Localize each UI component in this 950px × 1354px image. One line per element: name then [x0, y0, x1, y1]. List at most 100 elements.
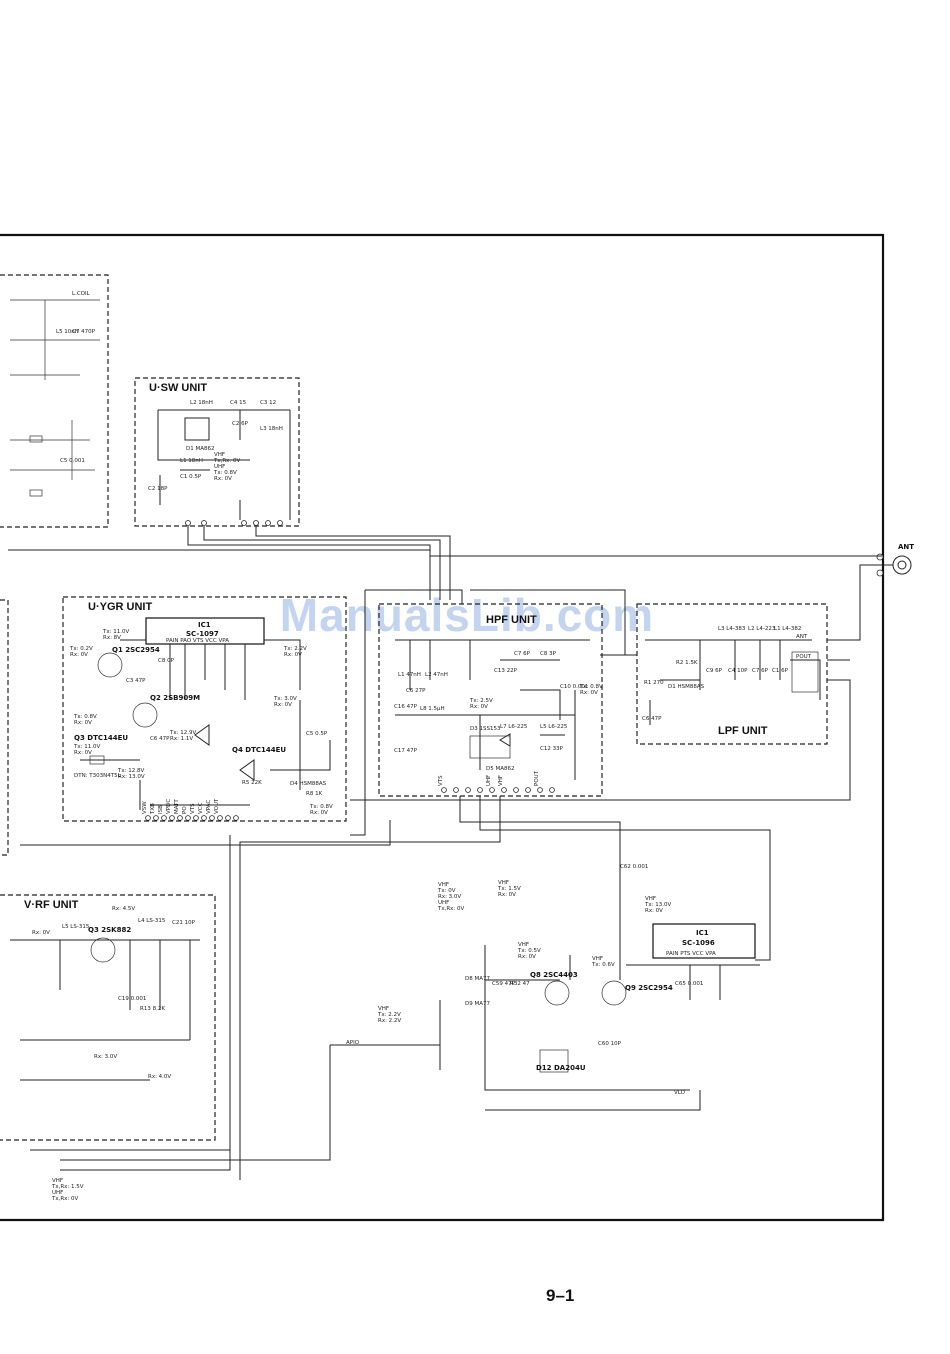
vrf-label-12: VHF	[52, 1178, 63, 1184]
uygr-label-0: Tx: 11.0V	[102, 629, 129, 635]
vco-label-16: Tx: 0.5V	[517, 948, 541, 954]
vco-label-26: Tx: 2.2V	[377, 1012, 401, 1018]
usw-label-9: VHF	[214, 452, 225, 458]
uygr-pin-5: PO	[182, 806, 188, 814]
usw-label-7: C1 0.5P	[180, 474, 202, 480]
vco-label-37: C60 10P	[598, 1041, 622, 1047]
uygr-unit-components	[80, 639, 331, 810]
uygr-label-1: Rx: 8V	[103, 635, 121, 641]
uygr-pin-2: ISB	[158, 805, 164, 814]
hpf-label-14: Tx: 2.5V	[469, 698, 493, 704]
hpf-label-7: C16 47P	[394, 704, 418, 710]
uygr-pin-6: VTS	[190, 803, 196, 814]
left-middle-unit-box	[0, 599, 9, 856]
hpf-label-11: L7 L6-225	[500, 724, 528, 730]
vrf-label-7: C19 0.001	[118, 996, 146, 1002]
hpf-label-1: L2 47nH	[425, 672, 448, 678]
lpf-label-13: POUT	[796, 654, 812, 660]
lpf-label-12: ANT	[796, 634, 808, 640]
vrf-label-1: L4 LS-315	[138, 918, 166, 924]
vco-label-17: Rx: 0V	[518, 954, 536, 960]
uygr-label-20: R5 22K	[242, 780, 262, 786]
vrf-unit-title: V·RF UNIT	[24, 899, 79, 911]
vco-label-10: VHF	[645, 896, 656, 902]
uygr-label-7: Rx: 0V	[74, 750, 92, 756]
uygr-ic1-name: IC1	[198, 621, 211, 629]
vco-label-48: APIO	[346, 1040, 360, 1046]
uygr-pin-3: VPDC	[166, 799, 172, 814]
vco-ic1-name: IC1	[696, 929, 709, 937]
hpf-pin-0: VTS	[438, 775, 444, 786]
usw-unit-components	[157, 409, 291, 526]
vco-label-0: VHF	[438, 882, 449, 888]
vco-label-25: VHF	[378, 1006, 389, 1012]
usw-unit-title: U·SW UNIT	[149, 382, 207, 394]
hpf-label-15: Rx: 0V	[470, 704, 488, 710]
hpf-label-6: C13 22P	[494, 668, 518, 674]
vco-label-20: VHF	[592, 956, 603, 962]
lpf-label-8: D1 HSM88AS	[668, 684, 705, 690]
vco-label-3: UHF	[438, 900, 449, 906]
left-partial-unit-box	[0, 274, 109, 528]
lpf-unit-title: LPF UNIT	[718, 725, 768, 737]
hpf-label-3: C7 6P	[514, 651, 531, 657]
uygr-label-22: D4 HSM88AS	[290, 781, 327, 787]
lpf-label-0: L3 L4-383	[718, 626, 746, 632]
lpf-label-9: C6 47P	[642, 716, 662, 722]
uygr-label-18: C3 47P	[126, 678, 146, 684]
hpf-label-12: L5 L6-225	[540, 724, 568, 730]
vco-label-2: Rx: 3.0V	[438, 894, 461, 900]
left-partial-label-1: C7 470P	[72, 329, 96, 335]
uygr-unit-title: U·YGR UNIT	[88, 601, 152, 613]
vrf-label-8: R13 8.2K	[140, 1006, 165, 1012]
hpf-pin-8: POUT	[534, 770, 540, 786]
vco-label-49: VLO	[674, 1090, 686, 1096]
vrf-label-15: Tx,Rx: 0V	[51, 1196, 79, 1202]
uygr-label-16: Rx: 0V	[274, 702, 292, 708]
vrf-label-4: Rx: 0V	[32, 930, 50, 936]
vco-q9: Q9 2SC2954	[625, 984, 673, 992]
vco-label-31: D9 MA77	[465, 1001, 490, 1007]
antenna-label: ANT	[898, 543, 914, 551]
vco-label-47: C62 0.001	[620, 864, 648, 870]
vco-label-33: R32 47	[510, 981, 530, 987]
uygr-label-15: Tx: 3.0V	[273, 696, 297, 702]
lpf-label-10: R1 270	[644, 680, 664, 686]
hpf-label-13: C12 33P	[540, 746, 564, 752]
vrf-q3: Q3 2SK882	[88, 926, 131, 934]
vco-ic1-pins: PAIN PTS VCC VPA	[666, 951, 716, 957]
usw-label-3: C2 6P	[232, 421, 249, 427]
usw-label-8: C2 18P	[148, 486, 168, 492]
vrf-unit-box	[0, 894, 216, 1141]
uygr-q4: Q4 DTC144EU	[232, 746, 286, 754]
hpf-unit-components	[395, 639, 590, 780]
uygr-pin-4: MATT	[174, 799, 180, 814]
uygr-pin-7: VCC	[198, 802, 204, 814]
vco-label-1: Tx: 0V	[437, 888, 456, 894]
vrf-label-5: Rx: 3.0V	[94, 1054, 117, 1060]
hpf-label-10: D5 MA862	[486, 766, 515, 772]
uygr-label-25: Rx: 0V	[310, 810, 328, 816]
usw-label-12: Tx: 0.8V	[213, 470, 237, 476]
uygr-ic1-part: SC-1097	[186, 630, 219, 638]
left-partial-unit-components	[10, 299, 100, 497]
hpf-label-9: D3 1SS153	[470, 726, 501, 732]
uygr-unit-box	[62, 596, 347, 822]
lpf-label-1: L2 L4-223	[748, 626, 776, 632]
lpf-unit-box	[636, 603, 828, 745]
hpf-label-8: C17 47P	[394, 748, 418, 754]
usw-label-0: L2 18nH	[190, 400, 213, 406]
vco-label-30: D8 MA77	[465, 976, 490, 982]
lpf-label-7: R2 1.5K	[676, 660, 698, 666]
vco-label-5: VHF	[498, 880, 509, 886]
usw-label-13: Rx: 0V	[214, 476, 232, 482]
uygr-label-6: Tx: 11.0V	[73, 744, 100, 750]
vco-label-7: Rx: 0V	[498, 892, 516, 898]
usw-label-5: L3 18nH	[260, 426, 283, 432]
left-partial-label-0: L5 10nH	[56, 329, 79, 335]
vrf-label-2: L5 LS-315	[62, 924, 90, 930]
uygr-ic1-pins: PAIN PAO VTS VCC VPA	[166, 638, 229, 644]
uygr-label-24: Tx: 0.8V	[309, 804, 333, 810]
vco-ic1	[652, 923, 756, 959]
